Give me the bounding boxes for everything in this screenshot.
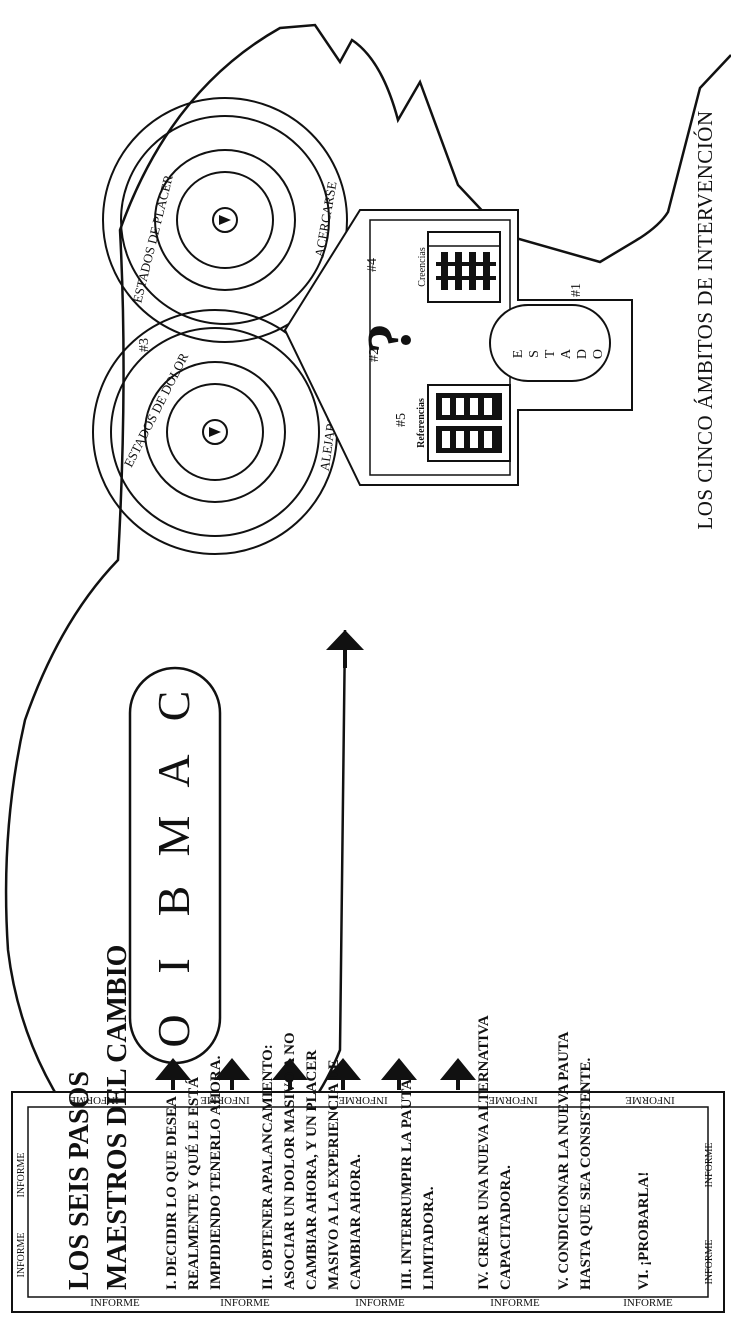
informe-label: INFORME [16,1152,27,1197]
estado-letter: E [511,350,526,359]
informe-label: INFORME [623,1297,673,1309]
informe-label: INFORME [355,1297,405,1309]
step-2-line: CAMBIAR AHORA, Y UN PLACER [304,1050,320,1290]
informe-label: INFORME [16,1232,27,1277]
number-4: #4 [365,258,380,272]
step-6-line: VI. ¡PROBARLA! [636,1172,652,1290]
informe-label: INFORME [704,1142,715,1187]
step-3-line: III. INTERRUMPIR LA PAUTA [399,1079,415,1290]
step-2-line: CAMBIAR AHORA. [348,1154,364,1290]
estado-letter: D [575,349,590,359]
estado-pill: E S T A D O [490,305,610,381]
informe-label: INFORME [704,1239,715,1284]
steps-title-line2: MAESTROS DEL CAMBIO [102,945,133,1290]
informe-label: INFORME [338,1094,388,1106]
step-3-line: LIMITADORA. [421,1186,437,1290]
pain-label: ESTADOS DE DOLOR [121,350,192,469]
step-5-line: V. CONDICIONAR LA NUEVA PAUTA [556,1031,572,1290]
toward-label: ACERCARSE [312,180,340,258]
estado-letter: T [543,349,558,358]
cambio-letter-b: B [148,886,199,917]
informe-label: INFORME [488,1094,538,1106]
creencias-label: Creencias [417,247,428,287]
number-1: #1 [569,283,584,297]
informe-label: INFORME [220,1297,270,1309]
arrow-to-cambio [440,1058,476,1090]
cambio-letter-c: C [148,691,199,722]
step-5-line: HASTA QUE SEA CONSISTENTE. [578,1057,594,1290]
informe-label: INFORME [90,1297,140,1309]
step-2-line: II. OBTENER APALANCAMIENTO: [260,1044,276,1290]
number-3: #3 [137,338,152,352]
referencias-card: Referencias [416,385,510,461]
question-mark-icon: ? [356,323,424,354]
cambio-letter-i: I [148,958,199,973]
arrow-to-head [326,630,364,668]
step-2-line: MASIVO A LA EXPERIENCIA DE [326,1059,342,1290]
creencias-card: Creencias [417,232,500,302]
cambio-letter-m: M [148,816,199,857]
referencias-label: Referencias [416,398,427,448]
step-1-line: REALMENTE Y QUÉ LE ESTÁ [185,1077,202,1290]
step-2-line: ASOCIAR UN DOLOR MASIVO A NO [282,1032,298,1290]
estado-letter: O [591,349,606,359]
informe-label: INFORME [490,1297,540,1309]
cambio-letter-a: A [148,754,199,787]
estado-letter: S [527,350,542,358]
pleasure-label: ESTADOS DE PLACER [129,173,175,304]
step-4-line: IV. CREAR UNA NUEVA ALTERNATIVA [476,1015,492,1290]
steps-title-line1: LOS SEIS PASOS [64,1071,95,1290]
figure-caption: LOS CINCO ÁMBITOS DE INTERVENCIÓN [693,110,717,529]
step-1-line: I. DECIDIR LO QUE DESEA [164,1096,180,1290]
step-1-line: IMPIDIENDO TENERLO AHORA. [208,1055,224,1290]
step-4-line: CAPACITADORA. [498,1165,514,1290]
estado-letter: A [559,348,574,359]
number-5: #5 [394,413,409,427]
cambio-letter-o: O [148,1014,199,1047]
informe-label: INFORME [625,1094,675,1106]
cambio-pill: C A M B I O [130,668,220,1063]
